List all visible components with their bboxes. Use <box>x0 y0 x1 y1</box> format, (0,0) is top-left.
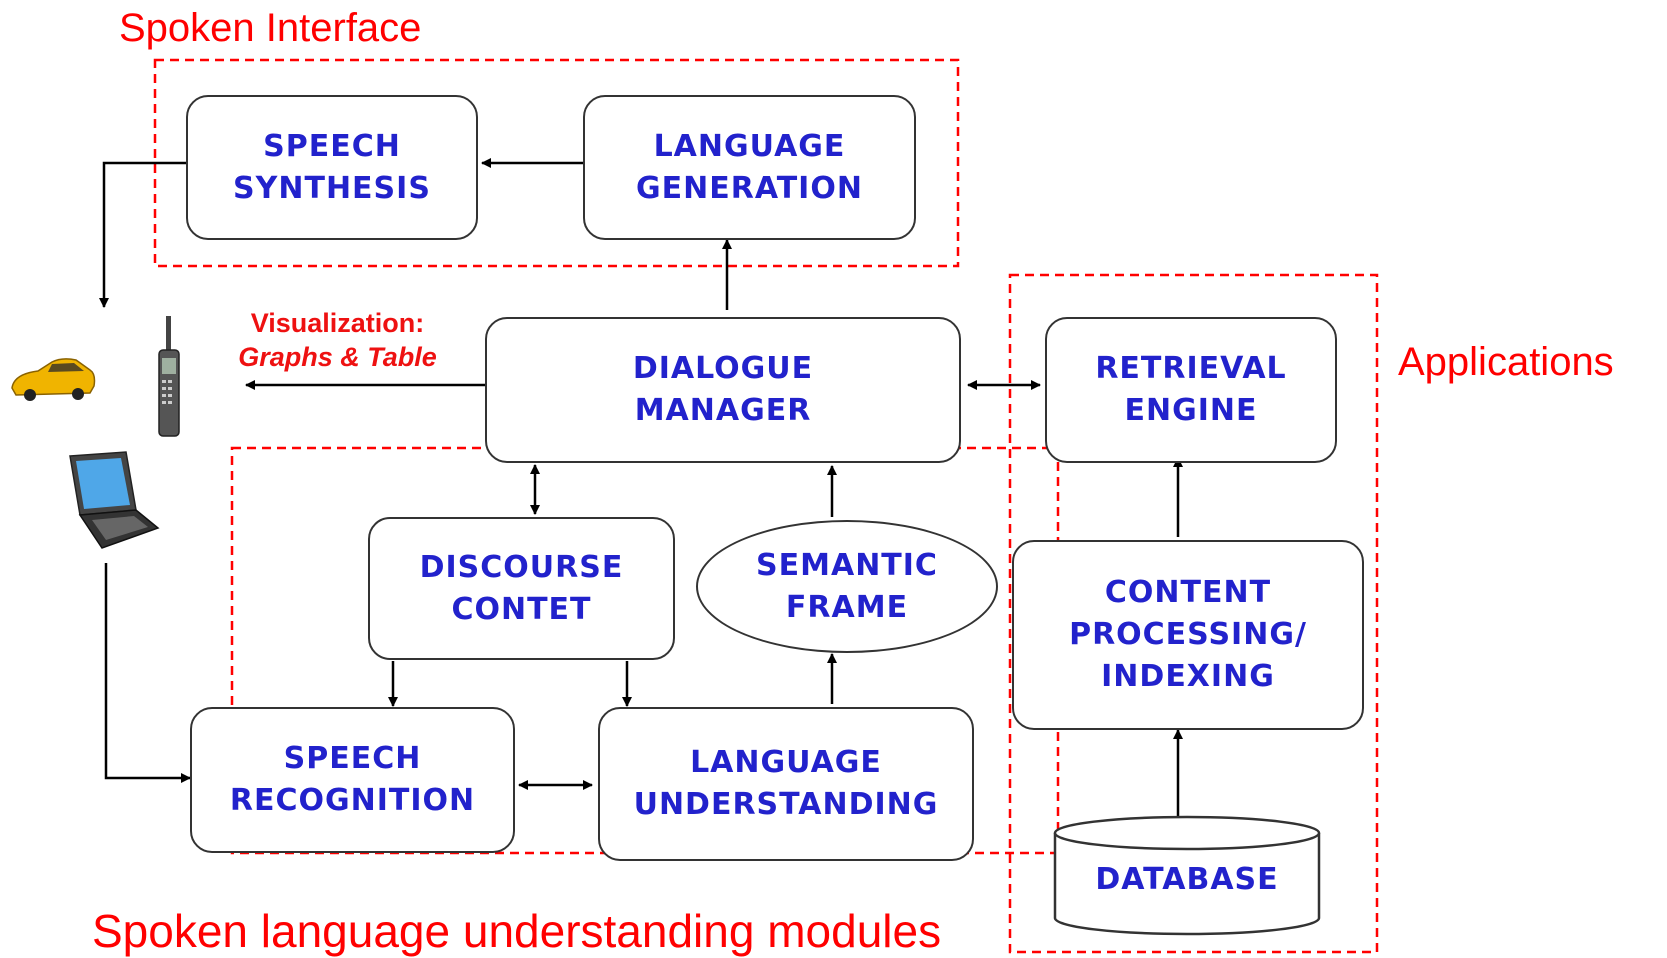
database-cylinder <box>1053 815 1321 936</box>
content-processing-line3: INDEXING <box>1101 659 1275 694</box>
language-understanding-box: LANGUAGE UNDERSTANDING <box>598 707 974 861</box>
applications-region <box>1008 273 1379 954</box>
language-generation-line2: GENERATION <box>636 170 863 206</box>
visualization-subtitle: Graphs & Table <box>238 342 437 372</box>
visualization-title: Visualization: <box>250 308 425 338</box>
arrows <box>99 158 1183 820</box>
cell-phone-icon <box>158 316 180 437</box>
speech-recognition-line2: RECOGNITION <box>229 783 476 818</box>
language-generation-line1: LANGUAGE <box>653 128 846 164</box>
applications-label: Applications <box>1398 340 1614 384</box>
speech-recognition-box: SPEECH RECOGNITION <box>190 707 515 853</box>
laptop-icon <box>69 451 160 549</box>
visualization-label: Visualization: Graphs & Table <box>210 306 465 374</box>
retrieval-engine-line2: ENGINE <box>1124 393 1258 428</box>
retrieval-engine-line1: RETRIEVAL <box>1095 351 1287 386</box>
discourse-context-box: DISCOURSE CONTET <box>368 517 675 660</box>
language-generation-box: LANGUAGE GENERATION <box>583 95 916 240</box>
speech-synthesis-box: SPEECH SYNTHESIS <box>186 95 478 240</box>
arrow-synthesis-to-devices <box>99 161 186 308</box>
content-processing-box: CONTENT PROCESSING/ INDEXING <box>1012 540 1364 730</box>
speech-synthesis-line2: SYNTHESIS <box>233 170 431 206</box>
discourse-context-line2: CONTET <box>451 591 592 627</box>
spoken-interface-region <box>153 58 960 268</box>
content-processing-line2: PROCESSING/ <box>1069 617 1307 652</box>
retrieval-engine-box: RETRIEVAL ENGINE <box>1045 317 1337 463</box>
semantic-frame-line2: FRAME <box>785 589 909 625</box>
arrow-devices-to-recognition <box>104 563 191 783</box>
discourse-context-line1: DISCOURSE <box>419 549 624 585</box>
car-icon <box>11 358 96 401</box>
semantic-frame-ellipse: SEMANTIC FRAME <box>696 520 998 653</box>
dialogue-manager-line1: DIALOGUE <box>632 351 814 386</box>
dialogue-manager-box: DIALOGUE MANAGER <box>485 317 961 463</box>
content-processing-line1: CONTENT <box>1104 575 1272 610</box>
language-understanding-line2: UNDERSTANDING <box>633 787 939 822</box>
spoken-interface-label: Spoken Interface <box>119 6 422 50</box>
speech-recognition-line1: SPEECH <box>283 741 422 776</box>
database-label: DATABASE <box>1095 862 1279 897</box>
dialogue-manager-line2: MANAGER <box>634 393 812 428</box>
slu-modules-label: Spoken language understanding modules <box>92 905 942 957</box>
language-understanding-line1: LANGUAGE <box>690 745 882 780</box>
speech-synthesis-line1: SPEECH <box>263 128 401 164</box>
semantic-frame-line1: SEMANTIC <box>756 547 938 583</box>
